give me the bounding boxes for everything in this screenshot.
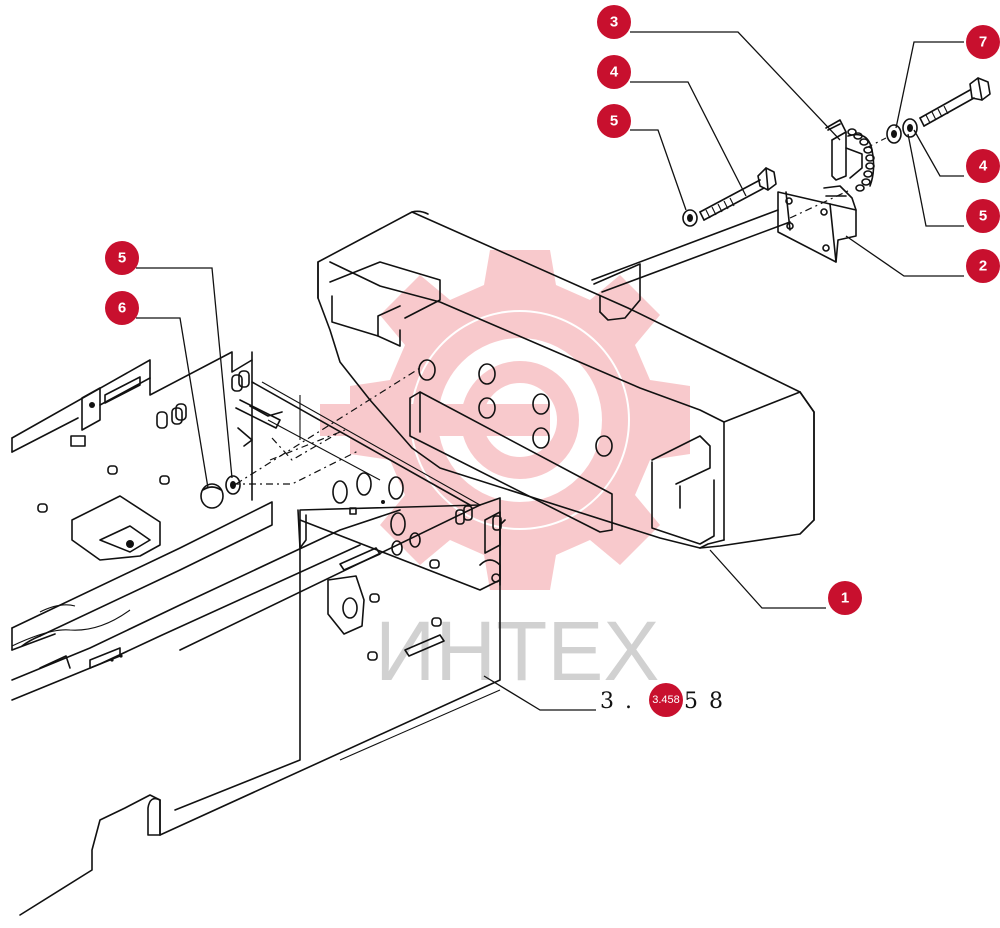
lock-pin-with-chain [825, 119, 875, 192]
reference-badge [649, 683, 683, 717]
callout-5-top: 5 [597, 104, 631, 138]
bolt-right-thread [925, 105, 949, 124]
callout-7: 7 [966, 25, 1000, 59]
callout-4-right-label: 4 [979, 158, 988, 175]
front-ballast-weight [317, 210, 815, 549]
callout-5-top-label: 5 [610, 113, 618, 130]
reference-code-prefix: 3 . [600, 689, 634, 714]
callout-5-left: 5 [105, 241, 139, 275]
callout-3-label: 3 [610, 14, 618, 31]
nut-left-lower [200, 483, 224, 509]
callout-4-right: 4 [966, 149, 1000, 183]
long-bolt-shaft [591, 209, 791, 293]
callout-4-left: 4 [597, 55, 631, 89]
callout-1-label: 1 [841, 590, 849, 607]
bolt-right [919, 77, 991, 127]
weight-holes [418, 359, 613, 457]
bolt-left-thread [705, 197, 735, 219]
callout-7-label: 7 [979, 34, 987, 51]
washer-left [682, 209, 698, 227]
callout-2-label: 2 [979, 258, 987, 275]
front-support-plate [19, 472, 506, 916]
gear-logo-watermark [320, 250, 690, 590]
reference-badge-label: 3.458 [652, 694, 680, 706]
callout-5-right: 5 [966, 199, 1000, 233]
reference-code-suffix: 5 8 [684, 689, 725, 714]
callout-3: 3 [597, 5, 631, 39]
tractor-front-frame [11, 351, 481, 701]
watermark-brand-text: ИНТЕХ [375, 604, 659, 698]
callout-5-left-label: 5 [118, 250, 126, 267]
reference-code: 3 . 3.458 5 8 [600, 683, 725, 717]
callout-6: 6 [105, 291, 139, 325]
lock-nut-right [886, 124, 902, 144]
frame-studs [37, 370, 250, 513]
callout-5-right-label: 5 [979, 208, 987, 225]
front-plate-holes [332, 472, 442, 661]
callout-6-label: 6 [118, 300, 126, 317]
bolt-left [699, 167, 777, 221]
callout-2: 2 [966, 249, 1000, 283]
callout-4-left-label: 4 [610, 64, 619, 81]
callout-1: 1 [828, 581, 862, 615]
hitch-bracket [777, 185, 857, 263]
washer-right [902, 118, 918, 138]
washer-left-lower [225, 475, 241, 495]
leader-lines [136, 31, 964, 711]
chain-links [847, 128, 875, 192]
